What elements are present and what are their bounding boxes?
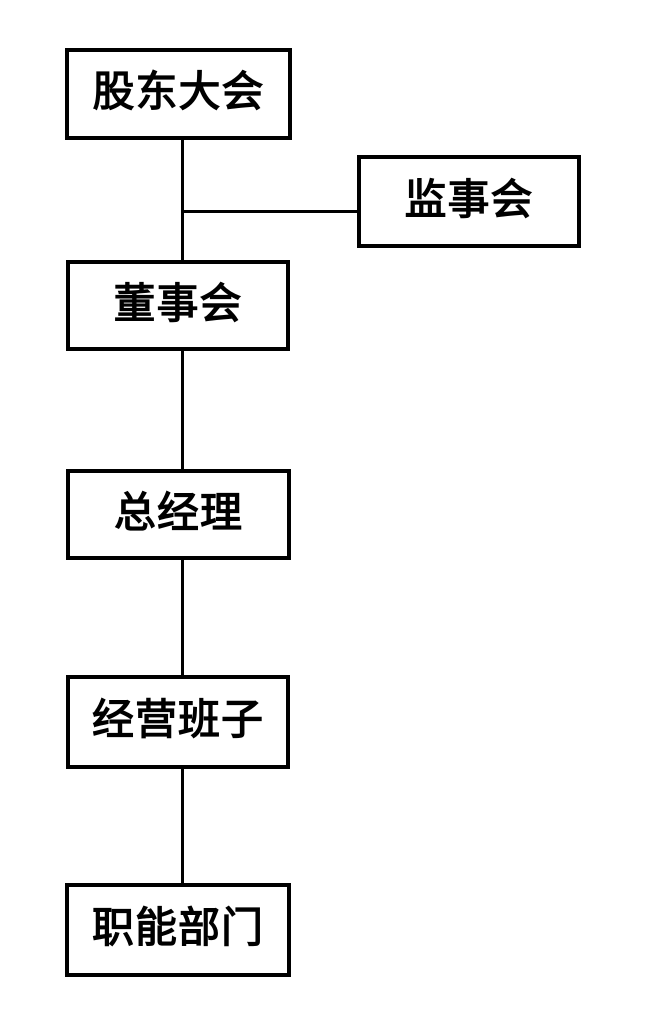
edge-management-team-to-functional-departments — [181, 769, 184, 885]
node-functional-departments: 职能部门 — [65, 883, 291, 977]
edge-general-manager-to-management-team — [181, 560, 184, 677]
node-shareholders-meeting: 股东大会 — [65, 48, 292, 140]
edge-board-to-general-manager — [181, 351, 184, 471]
node-general-manager: 总经理 — [66, 469, 291, 560]
node-management-team: 经营班子 — [66, 675, 290, 769]
node-supervisory-board: 监事会 — [357, 155, 581, 248]
edge-shareholders-to-board — [181, 140, 184, 262]
node-board-of-directors: 董事会 — [66, 260, 290, 351]
edge-branch-to-supervisory — [182, 210, 357, 213]
